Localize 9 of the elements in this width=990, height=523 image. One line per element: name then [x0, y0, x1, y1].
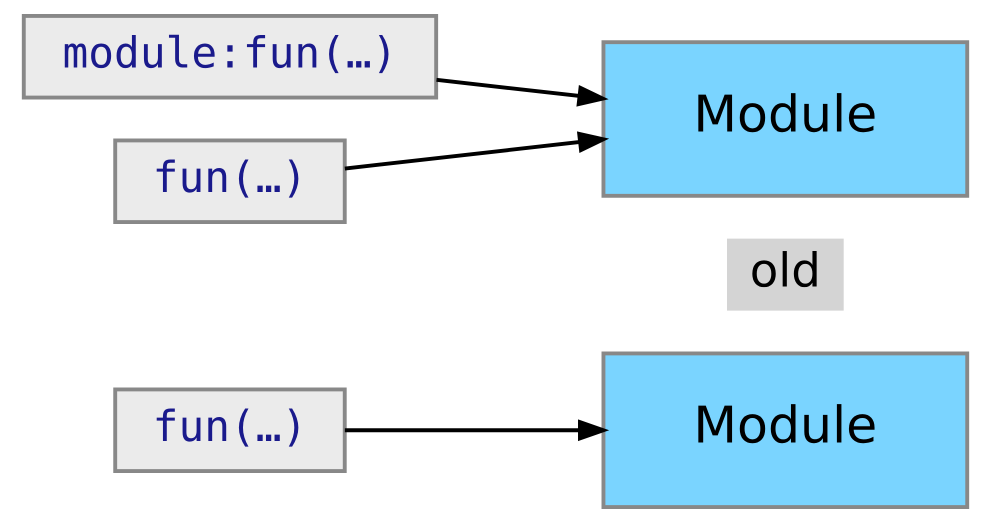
arrow [436, 78, 608, 107]
node-box: fun(…) [112, 138, 346, 224]
node-box: Module [601, 351, 969, 510]
node-box: old [726, 238, 844, 311]
node-box: fun(…) [112, 387, 346, 474]
node-box: Module [601, 40, 969, 198]
arrow [344, 131, 609, 170]
arrow [344, 419, 609, 442]
node-box: module:fun(…) [21, 14, 438, 100]
